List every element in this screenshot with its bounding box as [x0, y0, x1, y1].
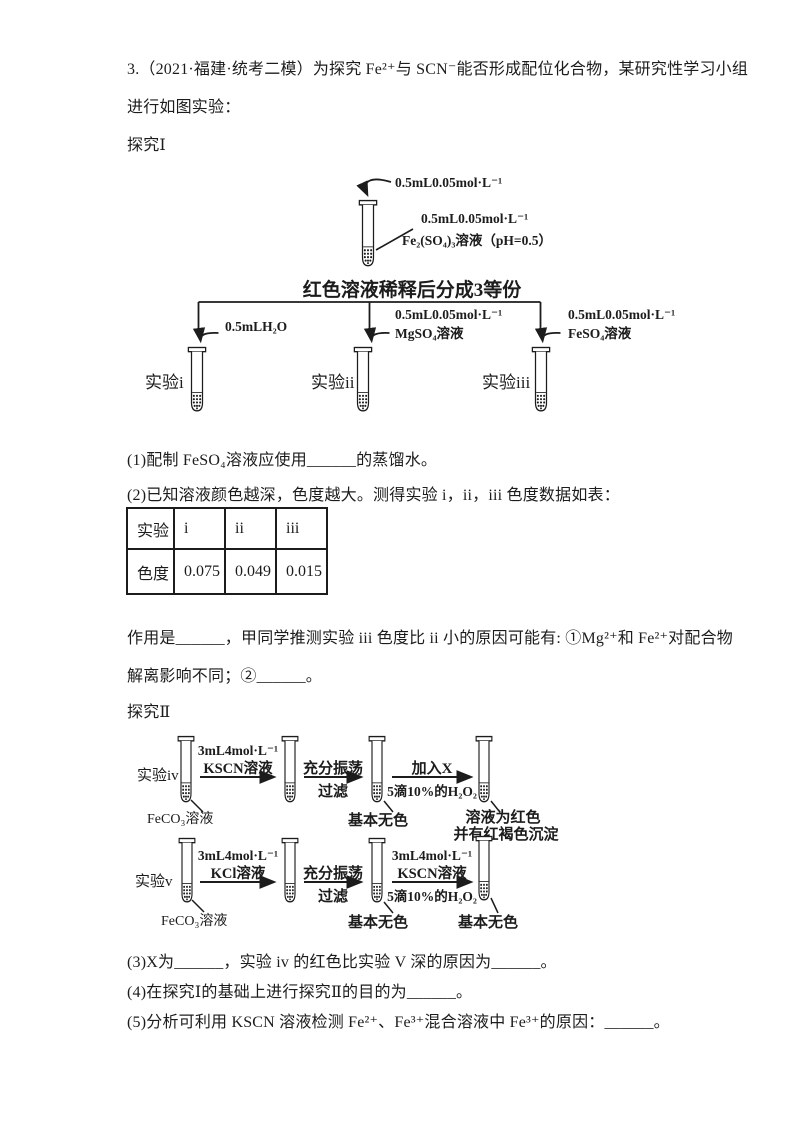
- row-iv-final-result-2: 并有红褐色沉淀: [453, 825, 559, 843]
- branch-iii-name: 实验iii: [482, 373, 530, 392]
- row-v-step3-above-2: KSCN溶液: [397, 864, 467, 882]
- test-tube: [281, 837, 299, 903]
- pour-arrow: [356, 178, 392, 197]
- d1-side-label-1: 0.5mL0.05mol·L⁻¹: [421, 211, 528, 226]
- pointer-line: [375, 228, 414, 251]
- test-tube: [178, 837, 196, 903]
- branch-ii-reagent-1: 0.5mL0.05mol·L⁻¹: [395, 307, 502, 322]
- test-tube: [177, 735, 195, 803]
- row-v-step1-line-1: 3mL4mol·L⁻¹: [198, 848, 278, 863]
- experiment-diagram-2: 实验iv FeCO₃溶液 3mL4mol·L⁻¹ KSCN溶液 充分振荡 过滤 …: [135, 735, 559, 931]
- branch-i-name: 实验i: [145, 373, 184, 392]
- question-3: (3)X为______，实验 iv 的红色比实验 V 深的原因为______。: [127, 954, 557, 971]
- split-bracket: [197, 301, 542, 332]
- test-tube: [531, 346, 551, 412]
- test-tube: [368, 735, 386, 803]
- row-v-final-result: 基本无色: [457, 913, 518, 931]
- row-v-step2-above: 充分振荡: [303, 864, 363, 882]
- branch-ii-reagent-2: MgSO₄溶液: [395, 325, 464, 341]
- experiment-diagram-1: 0.5mL0.05mol·L⁻¹ 0.5mL0.05mol·L⁻¹ Fe₂(SO…: [145, 175, 675, 412]
- question-5: (5)分析可利用 KSCN 溶液检测 Fe²⁺、Fe³⁺混合溶液中 Fe³⁺的原…: [127, 1014, 670, 1031]
- d1-side-label-2: Fe₂(SO₄)₃溶液（pH=0.5）: [402, 232, 552, 248]
- table-header-cell: 实验: [125, 507, 176, 550]
- row-iv-name: 实验iv: [137, 767, 179, 784]
- branch-ii-name: 实验ii: [311, 373, 355, 392]
- row-iv-step3-below: 5滴10%的H₂O₂: [387, 783, 477, 799]
- table-header-cell: iii: [275, 507, 329, 550]
- question-2: (2)已知溶液颜色越深，色度越大。测得实验 i，ii，iii 色度数据如表：: [127, 487, 620, 504]
- d1-top-reagent-label: 0.5mL0.05mol·L⁻¹: [395, 175, 502, 190]
- question-intro-line-1: 3.（2021·福建·统考二模）为探究 Fe²⁺与 SCN⁻能否形成配位化合物，…: [127, 61, 749, 78]
- pointer-line: [383, 901, 394, 914]
- row-v-step3-above-1: 3mL4mol·L⁻¹: [392, 848, 472, 863]
- pour-arrow: [363, 327, 390, 344]
- pointer-line: [383, 800, 394, 813]
- branch-i-reagent: 0.5mLH₂O: [225, 319, 287, 334]
- table-header-cell: ii: [224, 507, 278, 550]
- row-iv-mid-result: 基本无色: [347, 811, 408, 829]
- question-2-follow-line-2: 解离影响不同；②______。: [127, 668, 323, 685]
- row-v-source-label: FeCO₃溶液: [161, 913, 227, 929]
- test-tube: [475, 835, 493, 901]
- question-2-follow-line-1: 作用是______，甲同学推测实验 iii 色度比 ii 小的原因可能有: ①M…: [127, 630, 733, 647]
- part2-heading: 探究Ⅱ: [127, 704, 171, 721]
- row-iv-source-label: FeCO₃溶液: [147, 811, 213, 827]
- branch-iii-reagent-2: FeSO₄溶液: [568, 325, 632, 341]
- row-v-step2-below: 过滤: [318, 887, 348, 905]
- table-value-cell: 0.015: [275, 548, 329, 595]
- row-iv-final-result-1: 溶液为红色: [465, 808, 540, 826]
- question-intro-line-2: 进行如图实验：: [127, 99, 241, 116]
- row-iv-step2-above: 充分振荡: [303, 759, 363, 777]
- table-value-row: 色度 0.075 0.049 0.015: [125, 548, 329, 595]
- test-tube: [187, 346, 207, 412]
- row-v-mid-result: 基本无色: [347, 913, 408, 931]
- pointer-line: [490, 897, 499, 914]
- pointer-line: [190, 799, 204, 813]
- d1-split-title: 红色溶液稀释后分成3等份: [303, 278, 523, 301]
- branch-iii-reagent-1: 0.5mL0.05mol·L⁻¹: [568, 307, 675, 322]
- pointer-line: [191, 899, 205, 913]
- table-value-cell: 0.049: [224, 548, 278, 595]
- row-iv-step1-line-1: 3mL4mol·L⁻¹: [198, 743, 278, 758]
- row-iv-step2-below: 过滤: [318, 782, 348, 800]
- row-v-step3-below: 5滴10%的H₂O₂: [387, 888, 477, 904]
- chroma-table: 实验 i ii iii 色度 0.075 0.049 0.015: [125, 507, 329, 595]
- table-row-label: 色度: [125, 548, 176, 595]
- row-iv-step1-line-2: KSCN溶液: [203, 759, 273, 777]
- table-header-cell: i: [173, 507, 227, 550]
- test-tube: [353, 346, 373, 412]
- test-tube: [358, 199, 378, 267]
- pointer-line: [490, 800, 500, 812]
- pour-arrow: [192, 327, 219, 344]
- row-v-step1-line-2: KCl溶液: [211, 864, 266, 882]
- pour-arrow: [534, 327, 561, 344]
- table-value-cell: 0.075: [173, 548, 227, 595]
- table-header-row: 实验 i ii iii: [125, 507, 329, 550]
- part1-heading: 探究Ⅰ: [127, 137, 166, 154]
- question-4: (4)在探究Ⅰ的基础上进行探究Ⅱ的目的为______。: [127, 984, 473, 1001]
- question-1: (1)配制 FeSO₄溶液应使用______的蒸馏水。: [127, 452, 438, 469]
- test-tube: [281, 735, 299, 803]
- test-tube: [368, 837, 386, 903]
- row-v-name: 实验v: [135, 873, 173, 890]
- test-tube: [475, 735, 493, 803]
- row-iv-step3-above: 加入X: [411, 760, 453, 777]
